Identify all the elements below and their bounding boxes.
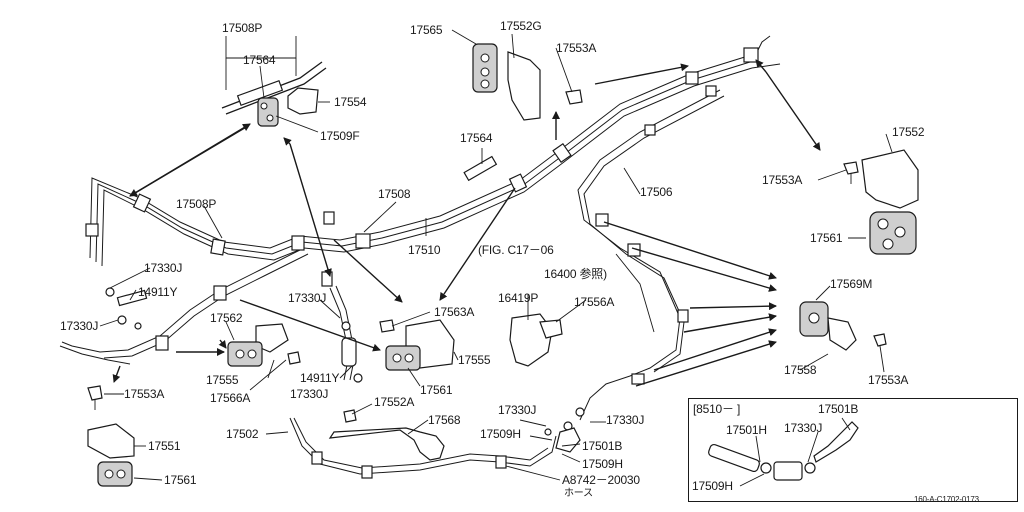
inset-label-17501H: 17501H [726,423,767,437]
label-17569M: 17569M [830,277,873,291]
label-17552A: 17552A [374,395,415,409]
label-17561-bottom: 17561 [164,473,197,487]
label-17554: 17554 [334,95,367,109]
label-17330J-1: 17330J [144,261,183,275]
label-A8742-20030: A8742－20030 [562,473,640,487]
label-17508P-left: 17508P [176,197,217,211]
tube-clamps [85,47,759,479]
label-hose-note: ホース [564,488,593,499]
label-17555-mid: 17555 [458,353,491,367]
fig-reference-line1: (FIG. C17－06 [478,243,554,257]
label-17564-top: 17564 [243,53,276,67]
label-17552G: 17552G [500,19,542,33]
label-17330J-6: 17330J [606,413,645,427]
label-17506: 17506 [640,185,673,199]
label-17563A: 17563A [434,305,475,319]
label-17330J-3: 17330J [288,291,327,305]
label-14911Y-2: 14911Y [300,371,340,385]
label-17330J-4: 17330J [290,387,329,401]
label-17508P-top: 17508P [222,21,263,35]
label-17553A-top: 17553A [556,41,597,55]
label-17561-right: 17561 [810,231,843,245]
fig-reference-line2: 16400 参照) [544,267,607,281]
label-17562: 17562 [210,311,243,325]
label-17558: 17558 [784,363,817,377]
label-17509H-2: 17509H [582,457,623,471]
inset-label-17509H: 17509H [692,479,733,493]
component-parts [87,43,919,487]
inset-label-17501B: 17501B [818,402,859,416]
label-17564-mid: 17564 [460,131,493,145]
label-17552: 17552 [892,125,925,139]
label-17330J-5: 17330J [498,403,537,417]
label-17330J-2: 17330J [60,319,99,333]
inset-box [688,398,1018,502]
label-17566A: 17566A [210,391,251,405]
label-14911Y-1: 14911Y [138,285,178,299]
label-17553A-left: 17553A [124,387,165,401]
label-17509H-1: 17509H [480,427,521,441]
label-17553A-right: 17553A [762,173,803,187]
inset-label-17330J: 17330J [784,421,823,435]
label-17502: 17502 [226,427,259,441]
figure-code: 160-A-C1702-0173 [914,495,979,504]
label-17555-left: 17555 [206,373,239,387]
label-17510: 17510 [408,243,441,257]
label-17551: 17551 [148,439,181,453]
label-17508: 17508 [378,187,411,201]
label-17501B-1: 17501B [582,439,623,453]
label-17565-top: 17565 [410,23,443,37]
label-17553A-far: 17553A [868,373,909,387]
label-17509F: 17509F [320,129,360,143]
leader-lines [99,29,893,487]
label-17556A: 17556A [574,295,615,309]
label-17568: 17568 [428,413,461,427]
inset-title: [8510－ ] [693,402,741,416]
label-16419P: 16419P [498,291,539,305]
assembly-arrows [112,59,821,387]
label-17561-mid: 17561 [420,383,453,397]
